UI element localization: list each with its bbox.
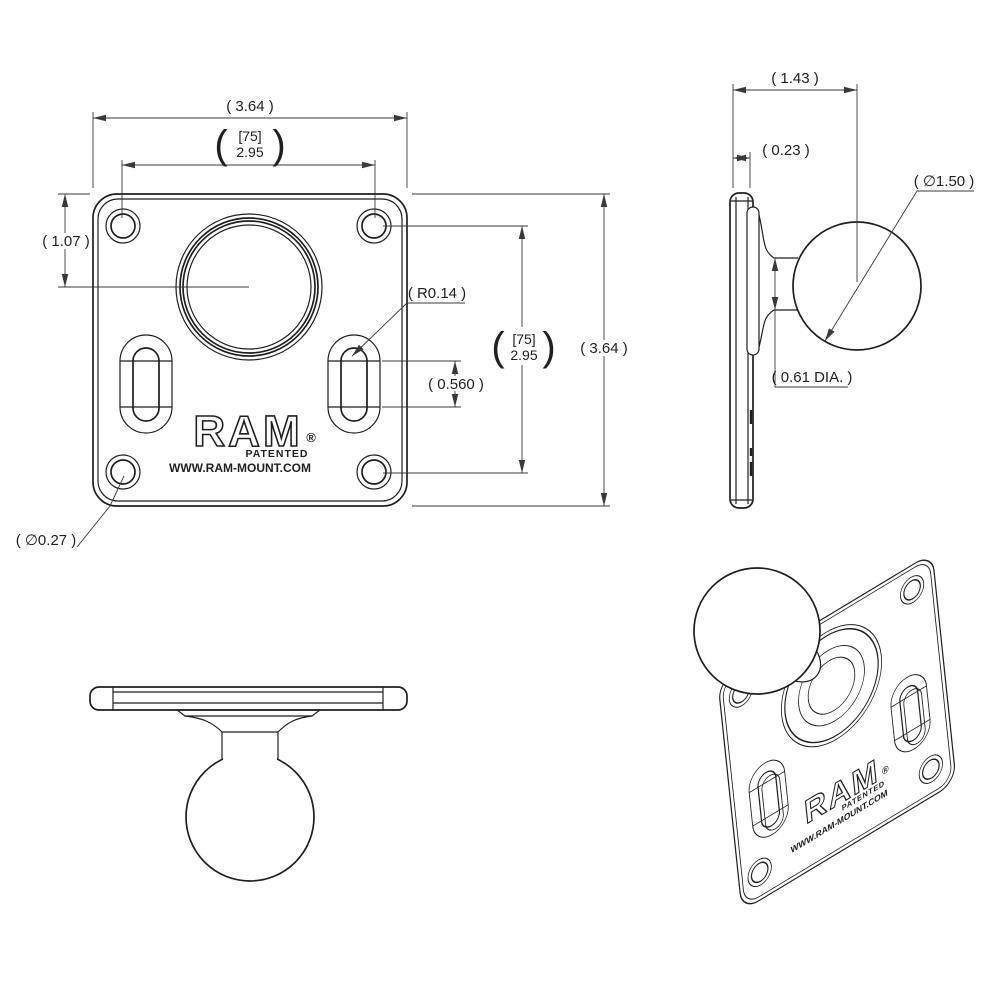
bottom-plate-bar <box>89 686 408 711</box>
paren-close: ) <box>272 123 285 167</box>
dim-overall-height-label: ( 3.64 ) <box>580 340 628 357</box>
bottom-boss-ledge <box>175 709 322 717</box>
front-plate-chamfer <box>97 198 403 502</box>
dim-hole-span-mm-label: [75] <box>238 128 261 144</box>
dim-stem-dia-label: ( 0.61 DIA. ) <box>772 369 853 386</box>
website-text: WWW.RAM-MOUNT.COM <box>169 461 311 475</box>
dim-overall-width-label: ( 3.64 ) <box>226 98 274 115</box>
front-slot-right <box>327 334 381 434</box>
dim-depth: ( 1.43 ) <box>732 70 858 282</box>
dim-hole-span-vert-mm-label: [75] <box>512 331 535 347</box>
paren-close: ) <box>542 325 555 369</box>
front-corner-holes <box>105 208 392 490</box>
dim-stem-dia: ( 0.61 DIA. ) <box>772 258 853 388</box>
dim-overall-width: ( 3.64 ) <box>92 98 408 188</box>
dim-depth-label: ( 1.43 ) <box>771 70 819 87</box>
side-stem-top <box>758 214 798 259</box>
bottom-stem <box>184 715 313 759</box>
dim-hole-span-in-label: 2.95 <box>236 144 263 160</box>
registered-mark: ® <box>306 430 316 445</box>
dim-corner-hole-dia: ( ∅0.27 ) <box>16 475 125 549</box>
dim-hole-span-vertical: ( [75] 2.95 ) <box>383 225 556 474</box>
side-view: ( 1.43 ) ( 0.23 ) ( ∅1.50 ) ( 0.61 DIA. … <box>729 70 975 509</box>
side-boss <box>746 206 760 356</box>
iso-logo-block: RAM ® PATENTED WWW.RAM-MOUNT.COM <box>790 751 890 855</box>
dim-corner-hole-dia-label: ( ∅0.27 ) <box>16 532 77 549</box>
dim-hole-span-horizontal: ( [75] 2.95 ) <box>121 123 376 218</box>
paren-open: ( <box>491 325 505 369</box>
iso-registered-mark: ® <box>882 763 890 778</box>
iso-slot-left <box>748 759 789 838</box>
dim-overall-height: ( 3.64 ) <box>412 193 632 507</box>
dim-plate-thickness: ( 0.23 ) <box>733 142 810 188</box>
iso-boss-rings <box>780 624 883 748</box>
bottom-view <box>89 686 408 882</box>
front-logo-block: RAM ® PATENTED WWW.RAM-MOUNT.COM <box>169 406 316 475</box>
dim-slot-radius-label: ( R0.14 ) <box>408 285 466 302</box>
dim-top-to-center: ( 1.07 ) <box>40 193 249 288</box>
front-slot-left <box>119 334 173 434</box>
bottom-ball <box>185 752 315 882</box>
paren-open: ( <box>214 123 228 167</box>
iso-slot-right <box>890 674 931 753</box>
patented-text: PATENTED <box>245 448 308 460</box>
dim-ball-dia: ( ∅1.50 ) <box>824 173 975 342</box>
front-view: RAM ® PATENTED WWW.RAM-MOUNT.COM ( 3.64 … <box>16 98 632 549</box>
iso-view: RAM ® PATENTED WWW.RAM-MOUNT.COM <box>693 559 955 905</box>
side-stem-bottom <box>758 309 798 348</box>
iso-ball <box>693 567 821 695</box>
dim-top-to-center-label: ( 1.07 ) <box>42 233 90 250</box>
dim-ball-dia-label: ( ∅1.50 ) <box>914 173 975 190</box>
ram-logo-text: RAM <box>193 407 302 456</box>
dim-slot-length-label: ( 0.560 ) <box>428 376 484 393</box>
dim-slot-length: ( 0.560 ) <box>382 360 484 408</box>
front-plate-outline <box>92 193 408 507</box>
dim-plate-thickness-label: ( 0.23 ) <box>762 142 810 159</box>
dim-hole-span-vert-in-label: 2.95 <box>510 347 537 363</box>
dim-slot-radius: ( R0.14 ) <box>351 285 466 357</box>
